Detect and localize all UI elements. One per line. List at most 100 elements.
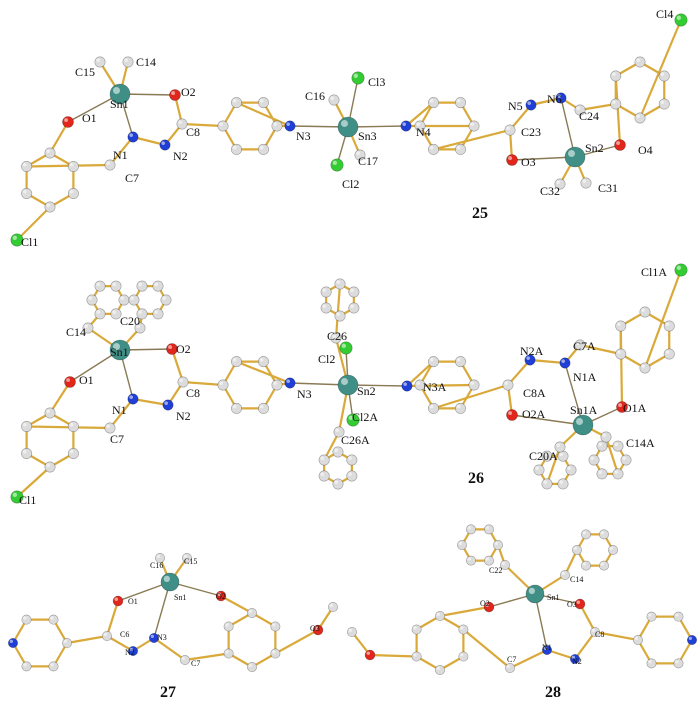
atom-highlight [341,343,346,348]
atom-label: O1A [623,401,647,415]
nitrogen-atom [284,120,296,132]
atom-highlight [616,141,620,145]
atom-highlight [676,15,682,20]
bond [131,397,170,407]
carbon-atom [427,402,439,414]
atom-highlight [336,312,340,316]
carbon-atom [346,454,358,466]
atom-highlight [559,480,563,484]
atom-highlight [458,541,462,545]
carbon-atom [122,56,134,68]
bond [235,360,292,385]
carbon-atom [634,112,646,124]
carbon-atom [633,635,643,645]
carbon-atom [411,651,422,662]
atom-highlight [232,404,237,409]
atom-highlight [350,304,354,308]
oxygen-atom [506,409,518,421]
tin-atom [564,146,586,168]
atom-label: N6 [547,92,562,106]
atom-highlight [543,646,547,650]
atom-highlight [335,428,339,432]
bond [323,430,341,462]
compound-number-26: 26 [468,470,484,487]
atom-highlight [9,639,14,643]
atom-label: C20A [529,449,558,463]
atom-label: Sn1 [174,593,186,602]
carbon-atom [231,143,243,155]
atom-highlight [113,87,120,94]
atom-highlight [571,655,575,659]
atom-highlight [456,404,461,409]
atom-label: Sn2 [585,141,604,155]
carbon-atom [257,402,269,414]
atom-highlight [591,628,595,632]
nitrogen-atom [525,99,537,111]
atom-label: Cl1 [19,493,36,507]
atom-highlight [617,350,621,354]
atom-highlight [600,531,604,535]
carbon-atom [21,161,33,173]
compound-number-25: 25 [472,205,488,222]
tin-atom [525,584,545,604]
bond [614,74,622,147]
carbon-atom [663,320,675,332]
carbon-atom [270,648,281,659]
atom-highlight [402,122,406,126]
bond [593,630,640,642]
atom-highlight [353,73,358,78]
carbon-atom [427,97,439,109]
atom-highlight [272,623,276,627]
atom-label: Cl1 [21,235,38,249]
atom-highlight [23,663,27,667]
carbon-atom [596,468,608,480]
atom-highlight [272,650,276,654]
atom-label: C8 [186,386,200,400]
atom-highlight [46,409,50,413]
atom-highlight [470,381,474,385]
carbon-atom [502,379,514,391]
atom-label: C15 [75,65,95,79]
atom-highlight [416,381,420,385]
carbon-atom [21,661,32,672]
atom-label: Sn2 [357,384,376,398]
atom-highlight [485,526,489,530]
atom-highlight [598,442,602,447]
bond [511,414,584,426]
atom-highlight [403,382,407,386]
carbon-atom [21,614,32,625]
atom-highlight [114,597,118,602]
atom-highlight [178,120,182,124]
carbon-atom [458,651,469,662]
atom-highlight [225,650,229,654]
oxygen-atom [506,154,518,166]
bond [15,465,52,499]
bond [404,101,435,128]
atom-highlight [528,587,535,594]
carbon-atom [152,308,164,320]
atom-highlight [543,452,547,457]
atom-highlight [506,126,510,130]
bond [528,358,567,365]
atom-label: N3 [157,633,167,642]
atom-highlight [154,310,158,314]
atom-label: Sn1A [570,403,598,417]
carbon-atom [484,524,494,535]
atom-highlight [183,554,187,558]
atom-highlight [429,404,434,409]
atom-label: N5 [508,99,523,113]
carbon-atom [560,570,570,580]
bond [131,135,167,147]
chlorine-atom [330,158,344,172]
atom-highlight [322,288,327,292]
carbon-atom [328,602,338,612]
atom-highlight [618,403,622,408]
tin-atom [337,374,359,396]
atom-highlight [162,296,166,300]
tin-atom [572,414,594,436]
atom-highlight [322,304,327,308]
oxygen-atom [169,89,181,101]
atom-highlight [648,660,652,664]
atom-highlight [96,282,100,287]
bond [105,634,135,653]
